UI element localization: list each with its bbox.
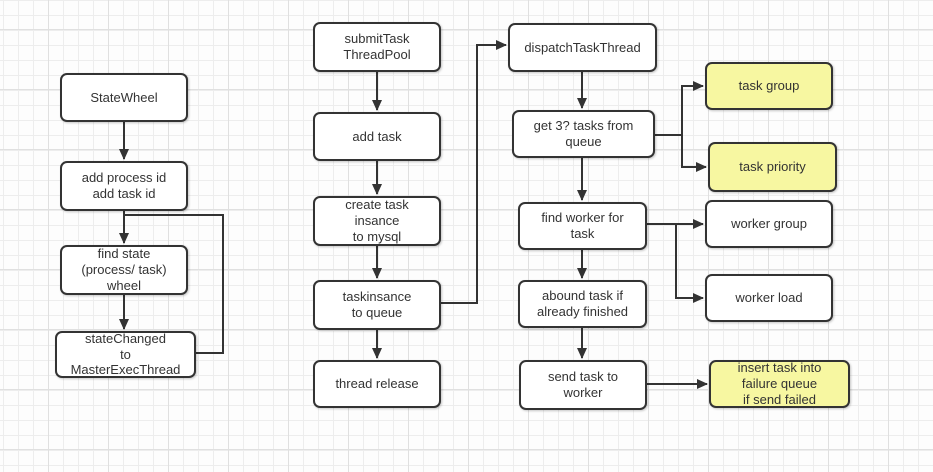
node-add-task[interactable]: add task — [313, 112, 441, 161]
connector-taskinstance-to-dispatch[interactable] — [441, 40, 507, 304]
node-create-task[interactable]: create task insance to mysql — [313, 196, 441, 246]
node-worker-load[interactable]: worker load — [705, 274, 833, 322]
connector-gettasks-to-taskgroup[interactable] — [655, 81, 704, 136]
node-submit-task[interactable]: submitTask ThreadPool — [313, 22, 441, 72]
node-insert-failure[interactable]: insert task into failure queue if send f… — [709, 360, 850, 408]
connector-gettasks-to-taskpriority[interactable] — [681, 135, 707, 172]
node-task-group[interactable]: task group — [705, 62, 833, 110]
node-worker-group[interactable]: worker group — [705, 200, 833, 248]
node-state-wheel[interactable]: StateWheel — [60, 73, 188, 122]
node-add-process-id[interactable]: add process id add task id — [60, 161, 188, 211]
node-find-state-wheel[interactable]: find state (process/ task) wheel — [60, 245, 188, 295]
connector-addprocess-statechanged-elbow[interactable] — [124, 214, 224, 354]
node-taskinstance-queue[interactable]: taskinsance to queue — [313, 280, 441, 330]
node-get-tasks[interactable]: get 3? tasks from queue — [512, 110, 655, 158]
node-send-task[interactable]: send task to worker — [519, 360, 647, 410]
node-state-changed[interactable]: stateChanged to MasterExecThread — [55, 331, 196, 378]
node-find-worker[interactable]: find worker for task — [518, 202, 647, 250]
node-thread-release[interactable]: thread release — [313, 360, 441, 408]
node-abound-task[interactable]: abound task if already finished — [518, 280, 647, 328]
node-dispatch-task[interactable]: dispatchTaskThread — [508, 23, 657, 72]
connector-findworker-to-workerload[interactable] — [675, 224, 704, 303]
node-task-priority[interactable]: task priority — [708, 142, 837, 192]
